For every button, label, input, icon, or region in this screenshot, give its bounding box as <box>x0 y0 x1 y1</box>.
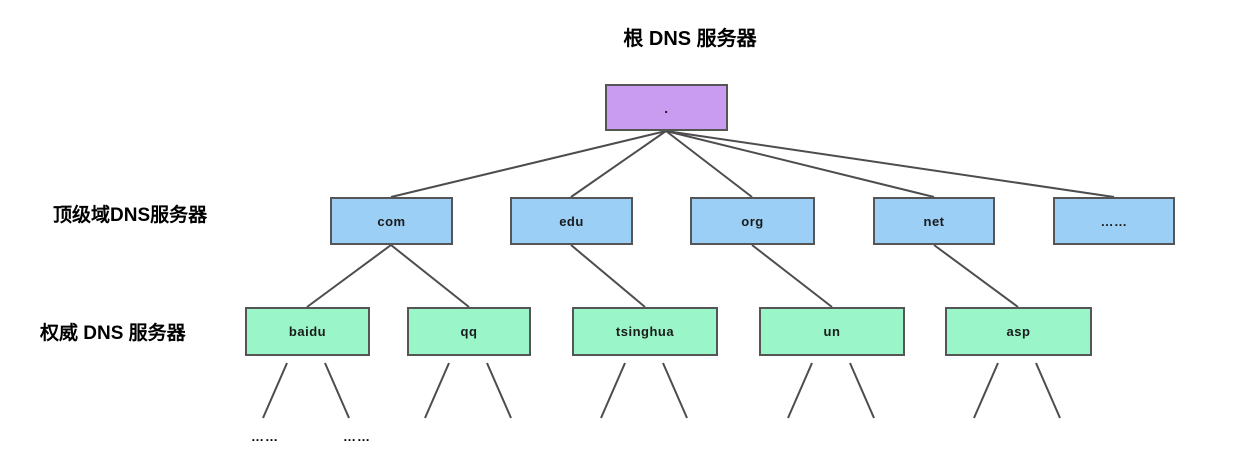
edge-root-com <box>390 130 667 198</box>
edge-qq-child-right <box>486 362 512 419</box>
edge-com-baidu <box>306 244 392 308</box>
ellipsis-under-baidu-left: …… <box>251 429 279 444</box>
edge-un-child-left <box>787 362 813 419</box>
node-auth-qq: qq <box>407 307 531 356</box>
node-auth-un: un <box>759 307 905 356</box>
node-tld-org: org <box>690 197 815 245</box>
node-tld-ellipsis: …… <box>1053 197 1175 245</box>
edge-root-org <box>665 130 753 198</box>
node-tld-edu: edu <box>510 197 633 245</box>
node-tld-net: net <box>873 197 995 245</box>
edge-root-edu <box>570 130 667 198</box>
edge-asp-child-left <box>973 362 999 419</box>
edge-tsinghua-child-right <box>662 362 688 419</box>
node-auth-baidu: baidu <box>245 307 370 356</box>
edge-root-net <box>665 130 935 198</box>
node-auth-tsinghua: tsinghua <box>572 307 718 356</box>
edge-baidu-child-left <box>262 362 288 419</box>
edge-root-more <box>665 130 1115 198</box>
edge-edu-tsinghua <box>570 244 646 308</box>
edge-un-child-right <box>849 362 875 419</box>
node-auth-asp: asp <box>945 307 1092 356</box>
edge-net-asp <box>933 244 1019 308</box>
edge-qq-child-left <box>424 362 450 419</box>
auth-level-label: 权威 DNS 服务器 <box>40 323 186 344</box>
edge-org-un <box>751 244 833 308</box>
edge-com-qq <box>390 244 470 308</box>
tld-level-label: 顶级域DNS服务器 <box>53 205 208 226</box>
edge-baidu-child-right <box>324 362 350 419</box>
diagram-title: 根 DNS 服务器 <box>623 28 757 50</box>
node-root-dns: . <box>605 84 728 131</box>
ellipsis-under-baidu-right: …… <box>343 429 371 444</box>
node-tld-com: com <box>330 197 453 245</box>
edge-group <box>262 130 1115 419</box>
edge-tsinghua-child-left <box>600 362 626 419</box>
edge-asp-child-right <box>1035 362 1061 419</box>
